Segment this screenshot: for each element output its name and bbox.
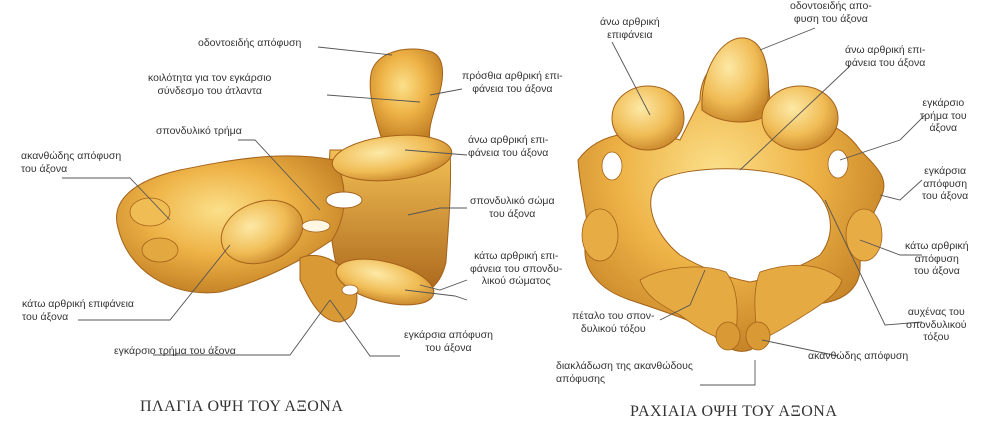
label-pedicle: αυχένας του σπονδυλικού τόξου: [906, 306, 967, 344]
label-odontoid-process: οδοντοειδής απόφυση: [198, 37, 301, 50]
label-vertebral-body: σπονδυλικό σώμα του άξονα: [470, 195, 555, 220]
label-superior-articular-short: άνω αρθρική επιφάνεια: [600, 16, 660, 41]
dorsal-view-bone: [578, 38, 884, 351]
label-superior-articular-dorsal: άνω αρθρική επι- φάνεια του άξονα: [845, 44, 925, 69]
label-transverse-process-dorsal: εγκάρσια απόφυση του άξονα: [922, 165, 968, 203]
dorsal-view-caption: ΡΑΧΙΑΙΑ ΟΨΗ ΤΟΥ ΑΞΟΝΑ: [630, 403, 837, 421]
label-odontoid-dorsal: οδοντοειδής απο- φυση του άξονα: [790, 0, 872, 25]
label-inferior-articular-dorsal: κάτω αρθρική απόφυση του άξονα: [905, 240, 969, 278]
label-inferior-articular-body: κάτω αρθρική επι- φάνεια του σπονδυ- λικ…: [470, 250, 562, 288]
label-spinous-process-dorsal: ακανθώδης απόφυση: [808, 350, 908, 363]
label-spinous-bifurcation: διακλάδωση της ακανθώδους απόφυσης: [556, 360, 693, 385]
label-anterior-articular-surface: πρόσθια αρθρική επι- φάνεια του άξονα: [462, 70, 563, 95]
label-lamina: πέταλο του σπον- δυλικού τόξου: [572, 310, 655, 335]
label-transverse-process: εγκάρσια απόφυση του άξονα: [404, 329, 493, 354]
label-transverse-foramen-dorsal: εγκάρσιο τρήμα του άξονα: [920, 97, 967, 135]
label-vertebral-notch: σπονδυλικό τρήμα: [156, 125, 242, 138]
label-inferior-articular-surface: κάτω αρθρική επιφάνεια του άξονα: [22, 298, 134, 323]
label-transverse-foramen: εγκάρσιο τρήμα του άξονα: [114, 345, 236, 358]
label-spinous-process: ακανθώδης απόφυση του άξονα: [21, 150, 121, 175]
label-superior-articular-surface: άνω αρθρική επι- φάνεια του άξονα: [468, 134, 548, 159]
label-transverse-ligament-cavity: κοιλότητα για τον εγκάρσιο σύνδεσμο του …: [148, 72, 271, 97]
lateral-view-caption: ΠΛΑΓΙΑ ΟΨΗ ΤΟΥ ΑΞΟΝΑ: [140, 398, 343, 416]
